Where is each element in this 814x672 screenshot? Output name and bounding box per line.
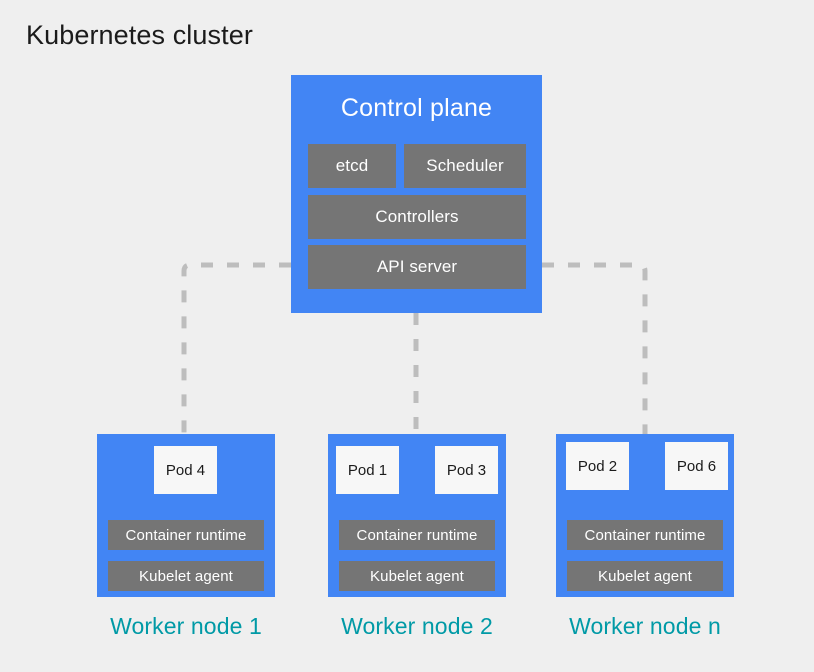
worker-node-n-label: Worker node n xyxy=(569,613,721,639)
kubelet-agent-bar[interactable]: Kubelet agent xyxy=(339,561,495,591)
pod-box[interactable]: Pod 4 xyxy=(154,446,217,494)
control-plane-component-controllers[interactable]: Controllers xyxy=(308,195,526,239)
container-runtime-bar[interactable]: Container runtime xyxy=(567,520,723,550)
pod-box[interactable]: Pod 6 xyxy=(665,442,728,490)
page-title: Kubernetes cluster xyxy=(26,20,253,50)
container-runtime-bar[interactable]: Container runtime xyxy=(339,520,495,550)
worker-node-1-panel[interactable]: Pod 4 Container runtime Kubelet agent xyxy=(97,434,275,597)
worker-node-1-label: Worker node 1 xyxy=(110,613,262,639)
control-plane-component-scheduler[interactable]: Scheduler xyxy=(404,144,526,188)
kubelet-agent-bar[interactable]: Kubelet agent xyxy=(567,561,723,591)
control-plane-component-api-server[interactable]: API server xyxy=(308,245,526,289)
control-plane-panel[interactable]: Control plane etcd Scheduler Controllers… xyxy=(291,75,542,313)
connector-to-worker-n xyxy=(542,262,648,434)
control-plane-component-etcd[interactable]: etcd xyxy=(308,144,396,188)
pod-box[interactable]: Pod 1 xyxy=(336,446,399,494)
connector-to-worker-1 xyxy=(181,262,291,434)
worker-node-2-label: Worker node 2 xyxy=(341,613,493,639)
control-plane-title: Control plane xyxy=(340,94,493,122)
worker-node-2-panel[interactable]: Pod 1 Pod 3 Container runtime Kubelet ag… xyxy=(328,434,506,597)
pod-box[interactable]: Pod 3 xyxy=(435,446,498,494)
worker-node-n-panel[interactable]: Pod 2 Pod 6 Container runtime Kubelet ag… xyxy=(556,434,734,597)
kubelet-agent-bar[interactable]: Kubelet agent xyxy=(108,561,264,591)
container-runtime-bar[interactable]: Container runtime xyxy=(108,520,264,550)
pod-box[interactable]: Pod 2 xyxy=(566,442,629,490)
